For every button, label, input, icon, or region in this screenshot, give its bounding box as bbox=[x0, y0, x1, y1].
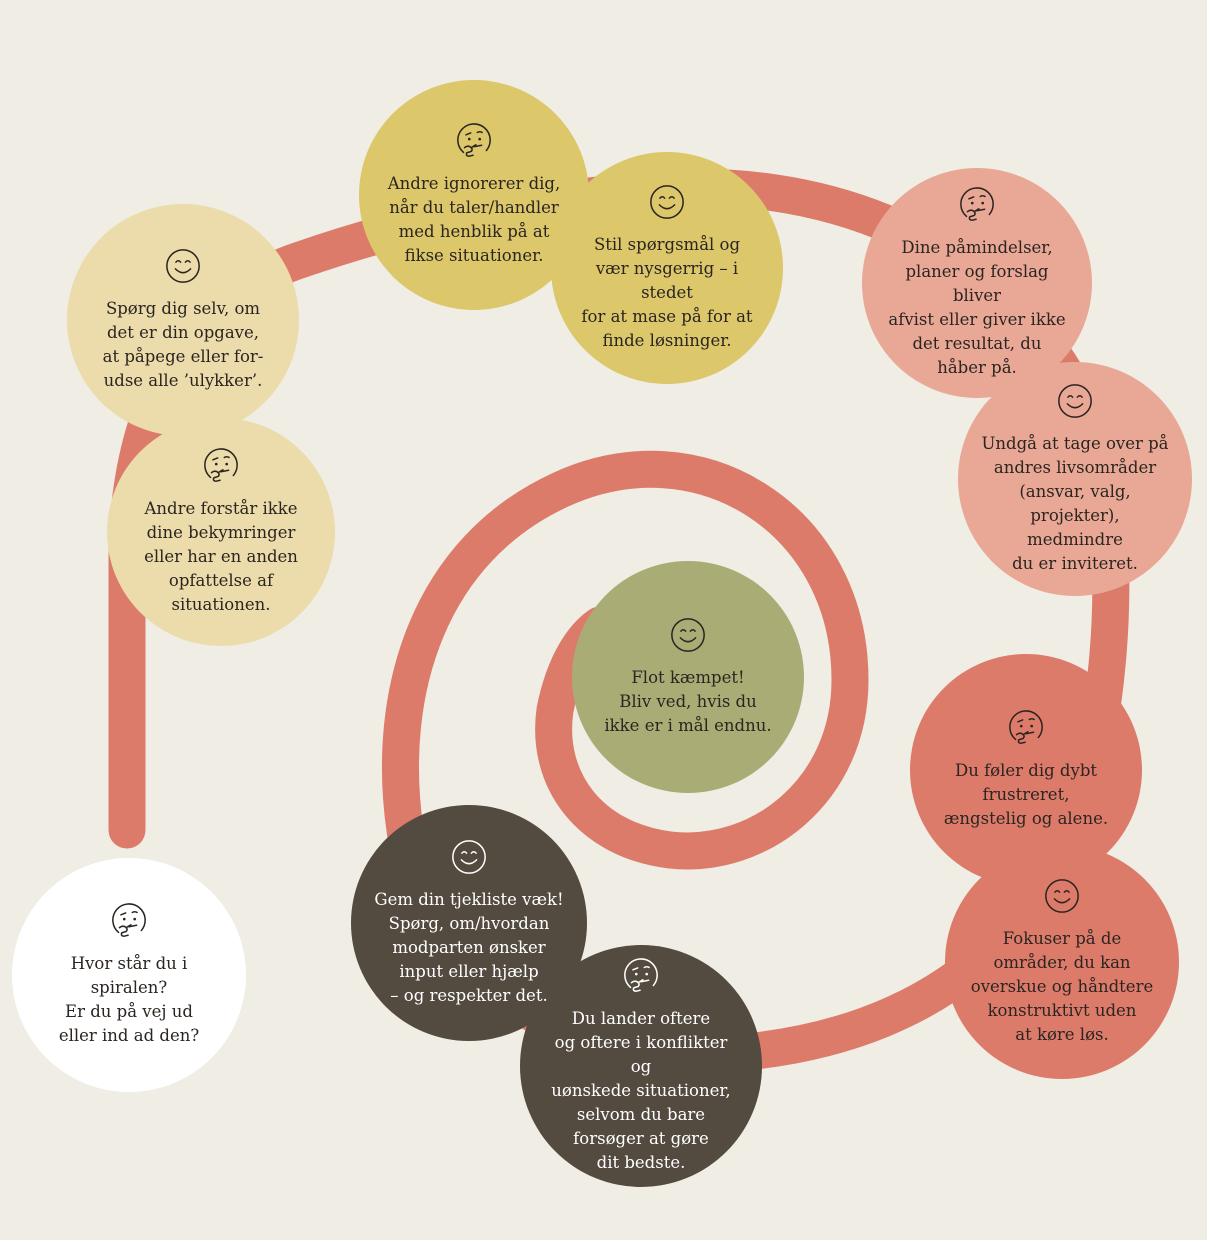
smiling-face-icon bbox=[1056, 382, 1094, 420]
thinking-face-icon bbox=[958, 186, 996, 224]
node-conflicts: Du lander oftere og oftere i konflikter … bbox=[520, 945, 762, 1187]
node-misunderstood-text: Andre forstår ikke dine bekymringer elle… bbox=[144, 499, 298, 614]
thinking-face-icon bbox=[202, 447, 240, 485]
node-ignored-text: Andre ignorerer dig, når du taler/handle… bbox=[387, 174, 561, 265]
node-curious: Stil spørgsmål og vær nysgerrig – i sted… bbox=[551, 152, 783, 384]
node-curious-text: Stil spørgsmål og vær nysgerrig – i sted… bbox=[581, 235, 753, 350]
smiling-face-icon bbox=[450, 838, 488, 876]
node-center: Flot kæmpet! Bliv ved, hvis du ikke er i… bbox=[572, 561, 804, 793]
smiling-face-icon bbox=[648, 183, 686, 221]
node-focus: Fokuser på de områder, du kan overskue o… bbox=[945, 845, 1179, 1079]
smiling-face-icon bbox=[669, 616, 707, 654]
node-ask-yourself-text: Spørg dig selv, om det er din opgave, at… bbox=[102, 299, 264, 390]
node-rejected: Dine påmindelser, planer og forslag bliv… bbox=[862, 168, 1092, 398]
node-rejected-text: Dine påmindelser, planer og forslag bliv… bbox=[888, 238, 1066, 377]
node-frustrated-text: Du føler dig dybt frustreret, ængstelig … bbox=[943, 761, 1109, 828]
thinking-face-icon bbox=[1007, 709, 1045, 747]
node-start: Hvor står du i spiralen? Er du på vej ud… bbox=[12, 858, 246, 1092]
node-ignored: Andre ignorerer dig, når du taler/handle… bbox=[359, 80, 589, 310]
node-center-text: Flot kæmpet! Bliv ved, hvis du ikke er i… bbox=[604, 668, 772, 735]
node-start-text: Hvor står du i spiralen? Er du på vej ud… bbox=[58, 954, 200, 1045]
node-avoid-taking-over-text: Undgå at tage over på andres livsområder… bbox=[981, 434, 1169, 573]
node-conflicts-text: Du lander oftere og oftere i konflikter … bbox=[551, 1009, 731, 1172]
thinking-face-icon bbox=[455, 122, 493, 160]
thinking-face-icon bbox=[110, 902, 148, 940]
node-ask-yourself: Spørg dig selv, om det er din opgave, at… bbox=[67, 204, 299, 436]
node-checklist-text: Gem din tjekliste væk! Spørg, om/hvordan… bbox=[374, 890, 564, 1005]
node-misunderstood: Andre forstår ikke dine bekymringer elle… bbox=[107, 418, 335, 646]
smiling-face-icon bbox=[164, 247, 202, 285]
node-frustrated: Du føler dig dybt frustreret, ængstelig … bbox=[910, 654, 1142, 886]
node-avoid-taking-over: Undgå at tage over på andres livsområder… bbox=[958, 362, 1192, 596]
smiling-face-icon bbox=[1043, 877, 1081, 915]
node-checklist: Gem din tjekliste væk! Spørg, om/hvordan… bbox=[351, 805, 587, 1041]
node-focus-text: Fokuser på de områder, du kan overskue o… bbox=[970, 929, 1154, 1044]
thinking-face-icon bbox=[622, 957, 660, 995]
